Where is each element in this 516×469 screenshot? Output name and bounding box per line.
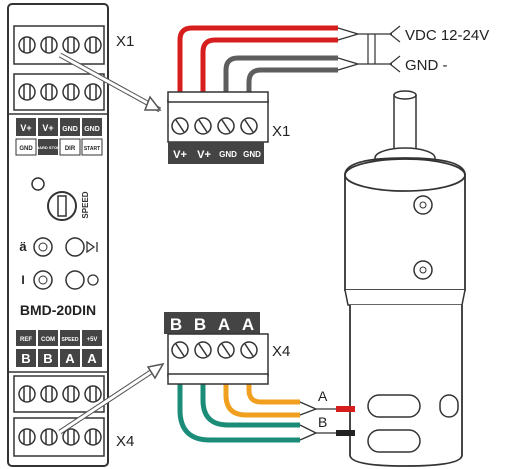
x4-terminal-b-2: B xyxy=(194,315,206,334)
x1-terminal-vplus-1: V+ xyxy=(173,149,187,161)
rotate-icon xyxy=(87,274,99,286)
module-second-labels: GND HARD STOP DIR START xyxy=(15,138,103,156)
x1-terminal-gnd-2: GND xyxy=(243,150,261,159)
direction-button[interactable] xyxy=(65,270,85,290)
phase-a-label: A xyxy=(318,388,328,404)
connector-x1: V+ V+ GND GND xyxy=(167,91,269,164)
module-label-start: START xyxy=(84,146,100,152)
module-label-5v: +5V xyxy=(87,337,98,343)
play-pause-button[interactable] xyxy=(65,237,85,257)
button2-label: I xyxy=(21,273,24,287)
module-label-a-2: A xyxy=(87,351,97,366)
phase-b-label: B xyxy=(318,414,327,430)
module-label-a-1: A xyxy=(65,351,75,366)
vdc-label: VDC 12-24V xyxy=(405,27,489,44)
module-top-labels: V+ V+ GND GND xyxy=(16,118,102,136)
module-label-b-2: B xyxy=(43,351,52,366)
connector-x1-label: X1 xyxy=(272,123,290,140)
module-label-com: COM xyxy=(41,337,55,343)
module-label-gnd-2: GND xyxy=(84,126,100,133)
module-label-hard-stop: HARD STOP xyxy=(36,145,60,150)
module-label-vplus-1: V+ xyxy=(20,123,31,133)
module-label-dir: DIR xyxy=(65,146,76,152)
module-bottom-labels-2: B B A A xyxy=(16,349,102,367)
module-label-speed: SPEED xyxy=(62,337,79,343)
module-label-gnd-1: GND xyxy=(62,126,78,133)
module-label-ref: REF xyxy=(20,337,32,343)
module-buttons: ä I xyxy=(19,237,99,290)
gnd-label: GND - xyxy=(405,57,448,74)
module-bottom-labels-1: REF COM SPEED +5V xyxy=(16,330,102,346)
dc-motor xyxy=(344,90,466,467)
module-x1-label: X1 xyxy=(116,33,134,50)
connector-x4: B B A A xyxy=(164,312,269,385)
motor-wires xyxy=(177,375,355,443)
module-label-b-1: B xyxy=(21,351,30,366)
module-top-screw-row-2 xyxy=(13,73,105,111)
button-1[interactable] xyxy=(33,237,53,257)
module-label-vplus-2: V+ xyxy=(42,123,53,133)
module-top-screw-row-1 xyxy=(13,25,105,65)
module-bottom-screw-row-2 xyxy=(13,417,105,457)
x4-terminal-a-2: A xyxy=(242,315,254,334)
button1-label: ä xyxy=(19,239,27,254)
module-bottom-screw-row-1 xyxy=(13,375,105,413)
module-model-name: BMD-20DIN xyxy=(20,302,96,318)
module-label-gnd-3: GND xyxy=(19,146,33,152)
button-2[interactable] xyxy=(33,270,53,290)
module-x4-label: X4 xyxy=(116,433,134,450)
x1-terminal-gnd-1: GND xyxy=(219,150,237,159)
din-module: V+ V+ GND GND GND HARD STOP DIR START SP… xyxy=(7,3,109,467)
play-pause-icon xyxy=(86,240,96,254)
x4-terminal-b-1: B xyxy=(170,315,182,334)
x4-terminal-a-1: A xyxy=(218,315,230,334)
speed-knob[interactable]: SPEED xyxy=(31,177,90,221)
connector-x4-label: X4 xyxy=(272,343,290,360)
speed-label: SPEED xyxy=(81,191,90,218)
x1-terminal-vplus-2: V+ xyxy=(197,149,211,161)
power-wires xyxy=(177,25,401,115)
